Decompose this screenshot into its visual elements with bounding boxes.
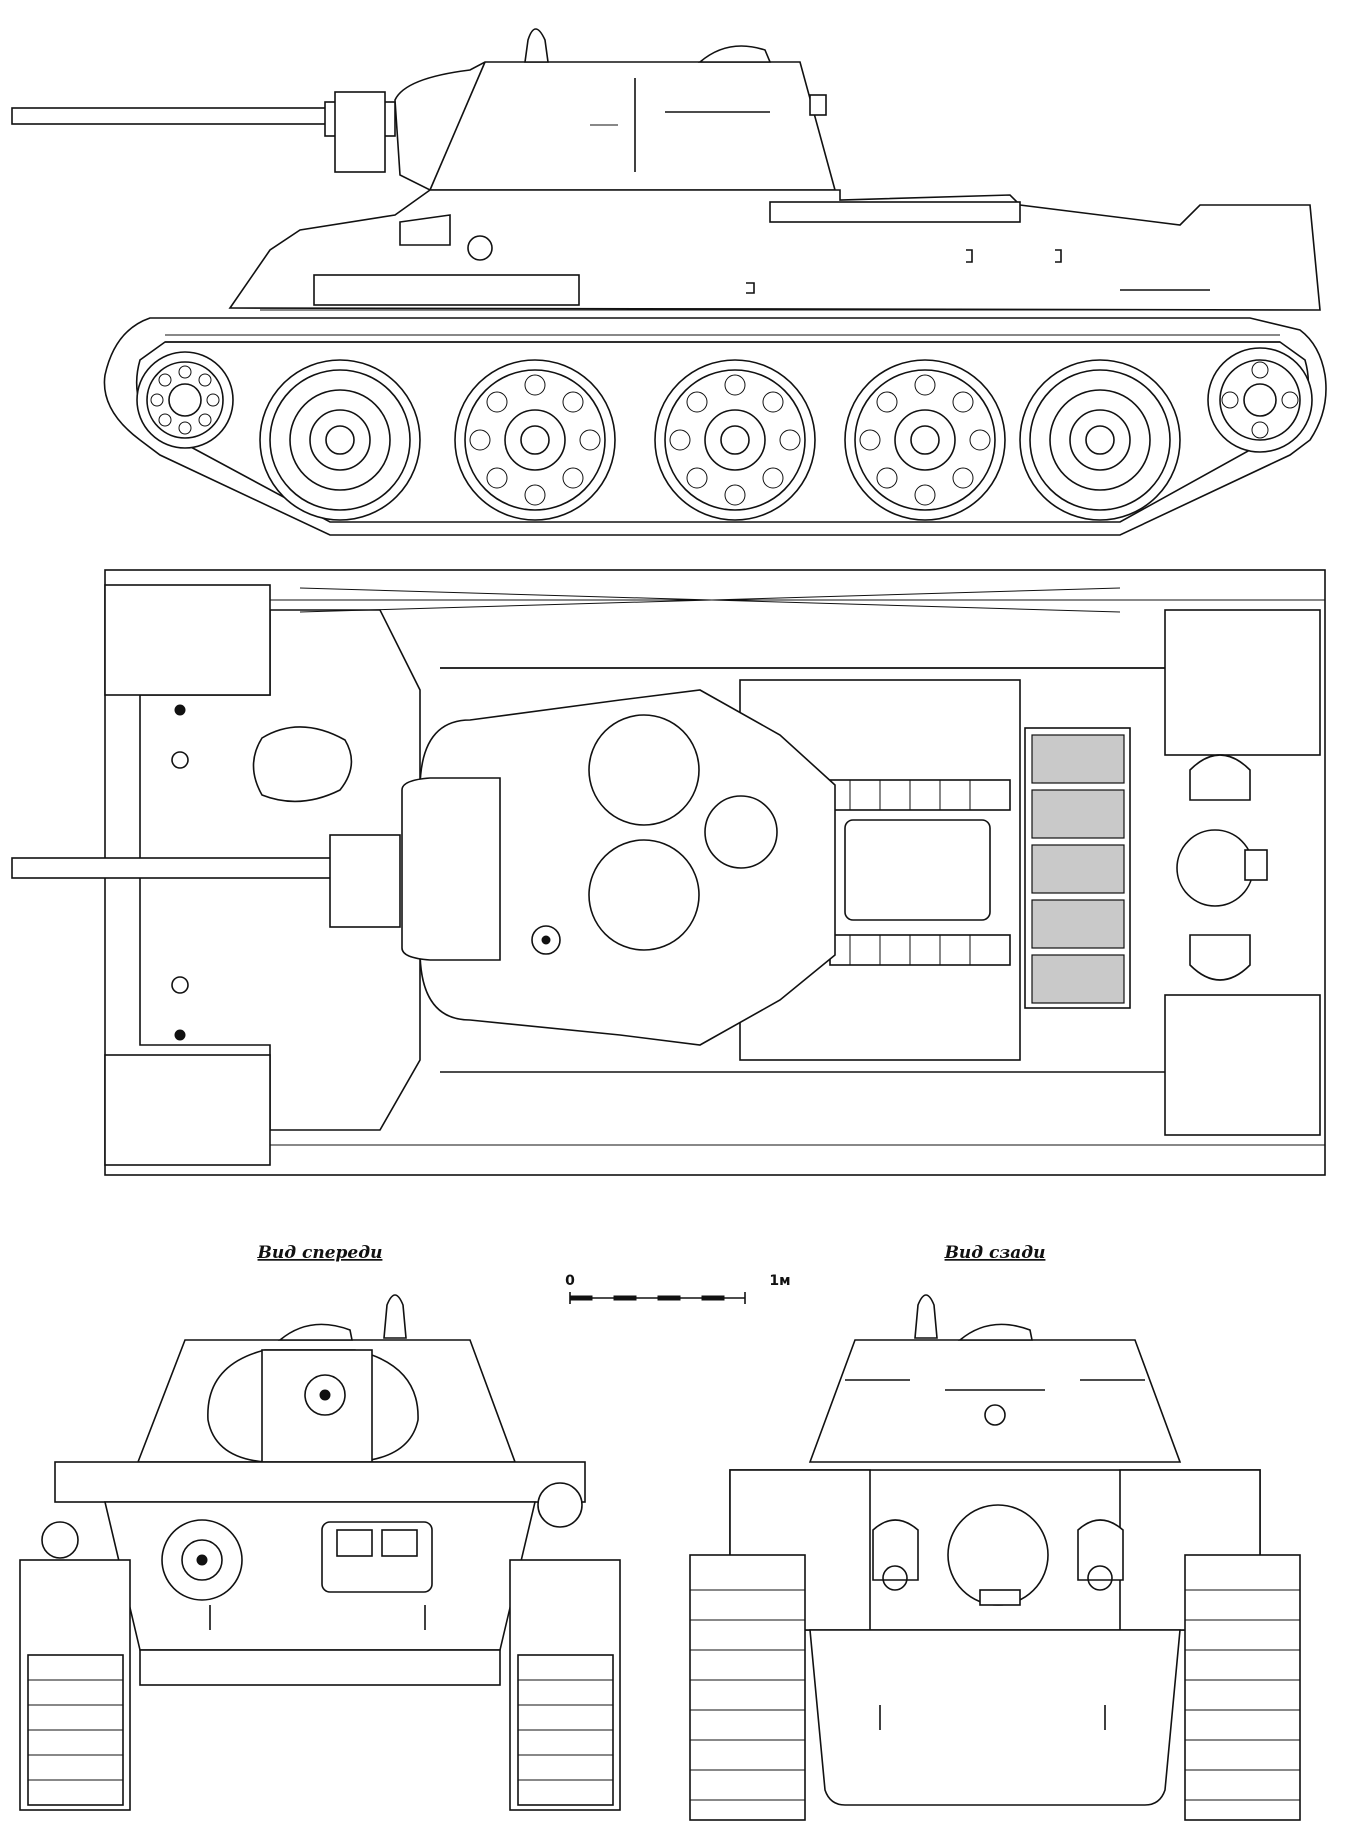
scale-bar: 0 1м xyxy=(565,1273,791,1304)
top-loader-hatch xyxy=(588,839,700,951)
top-gun-barrel xyxy=(11,834,401,928)
top-view xyxy=(11,569,1326,1176)
rear-view-label: Вид сзади xyxy=(944,1243,1046,1263)
rear-right-exhaust xyxy=(1077,1519,1124,1581)
side-drive-sprocket xyxy=(1207,347,1313,453)
top-commander-hatch xyxy=(588,714,700,826)
side-road-wheels xyxy=(136,347,1313,521)
top-rear-left-fender xyxy=(1164,609,1321,756)
rear-view xyxy=(689,1294,1301,1821)
scale-start-label: 0 xyxy=(565,1273,575,1289)
top-front-right-fender xyxy=(104,1054,271,1166)
side-road-wheel-4 xyxy=(844,359,1006,521)
rear-left-exhaust xyxy=(872,1519,919,1581)
rear-lower-hull xyxy=(809,1629,1181,1806)
top-transmission-hatch xyxy=(1176,829,1254,907)
top-turret xyxy=(401,689,836,1046)
side-gun-barrel xyxy=(11,91,396,173)
top-engine-grille xyxy=(1024,727,1131,1009)
side-upper-hull xyxy=(228,189,1321,311)
scale-end-label: 1м xyxy=(769,1273,790,1289)
front-view-label: Вид спереди xyxy=(257,1243,383,1263)
rear-turret xyxy=(808,1339,1182,1463)
side-view xyxy=(11,28,1327,536)
side-road-wheel-1 xyxy=(259,359,421,521)
front-view xyxy=(19,1294,621,1811)
front-right-track xyxy=(509,1559,621,1811)
side-idler-wheel xyxy=(136,351,234,449)
front-upper-hull xyxy=(54,1461,586,1503)
side-turret xyxy=(394,28,837,191)
side-road-wheel-2 xyxy=(454,359,616,521)
side-road-wheel-5 xyxy=(1019,359,1181,521)
top-rear-right-fender xyxy=(1164,994,1321,1136)
front-driver-hatch xyxy=(321,1521,433,1593)
side-road-wheel-3 xyxy=(654,359,816,521)
top-front-left-fender xyxy=(104,584,271,696)
rear-left-track xyxy=(689,1554,806,1821)
front-left-track xyxy=(19,1559,131,1811)
top-driver-hatch xyxy=(252,726,353,803)
rear-right-track xyxy=(1184,1554,1301,1821)
